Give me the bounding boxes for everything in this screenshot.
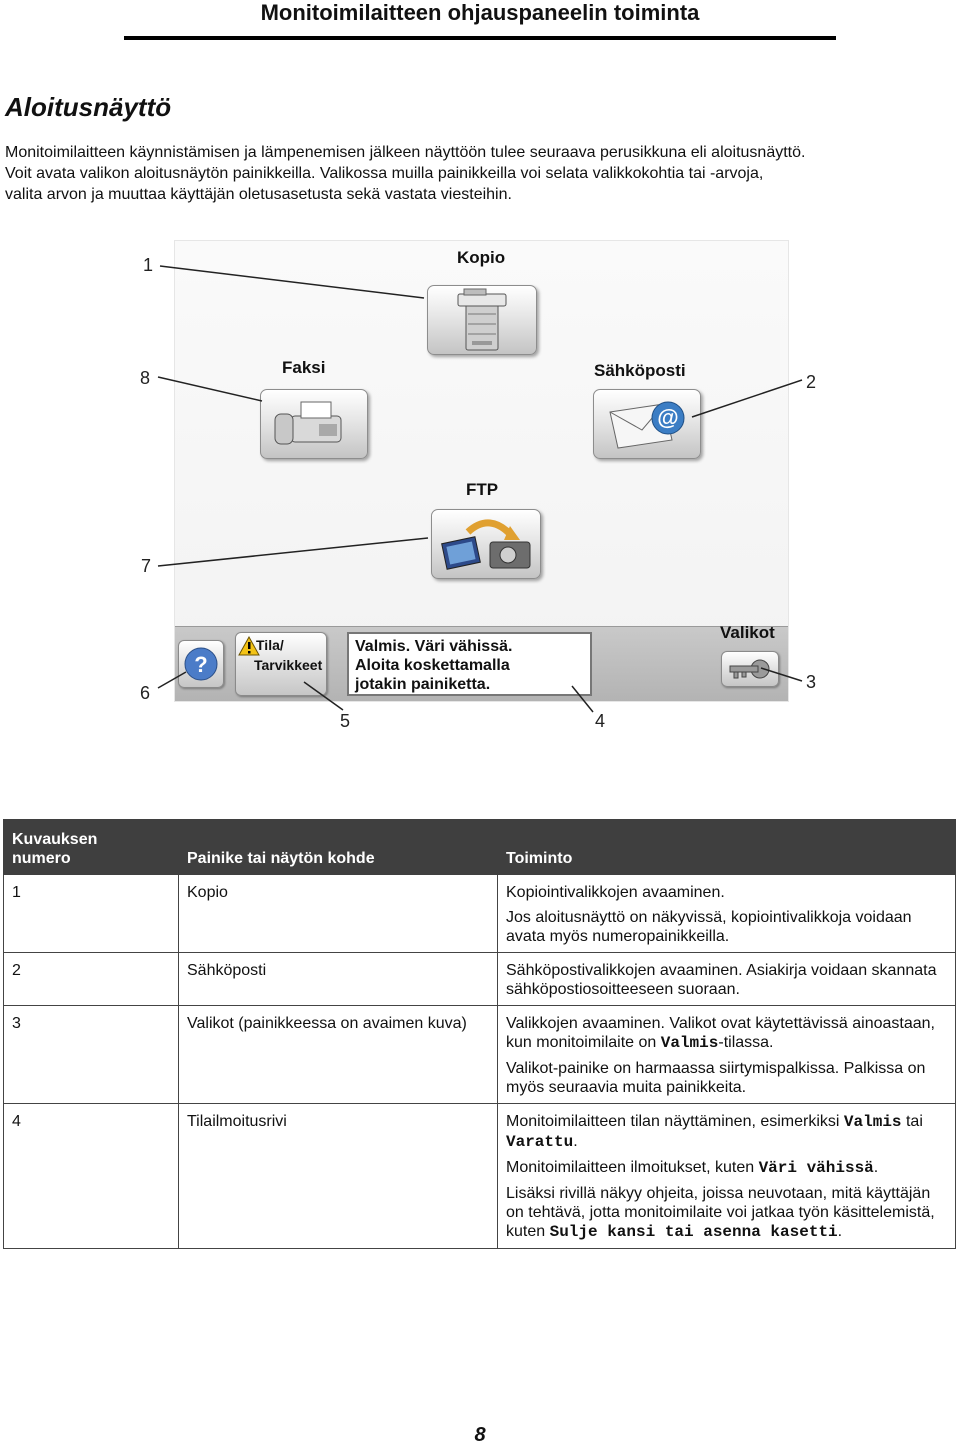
text-run: Monitoimilaitteen tilan näyttäminen, esi… — [506, 1113, 844, 1130]
table-cell-number: 4 — [3, 1103, 179, 1249]
function-text: Lisäksi rivillä näkyy ohjeita, joissa ne… — [506, 1184, 947, 1242]
key-icon — [729, 659, 770, 679]
text-run: . — [837, 1223, 843, 1240]
table-row: 1 Kopio Kopiointivalikkojen avaaminen. J… — [3, 874, 956, 953]
callout-number-5: 5 — [340, 711, 351, 731]
fax-button[interactable] — [260, 389, 368, 459]
table-header-item: Painike tai näytön kohde — [178, 819, 498, 875]
function-text: Monitoimilaitteen ilmoitukset, kuten Vär… — [506, 1158, 947, 1178]
table-cell-item: Valikot (painikkeessa on avaimen kuva) — [178, 1005, 498, 1104]
table-row: 4 Tilailmoitusrivi Monitoimilaitteen til… — [3, 1103, 956, 1249]
home-screen-illustration: Kopio Faksi Sähköposti @ FTP — [174, 240, 789, 702]
text-run: . — [873, 1159, 879, 1176]
code-text: Varattu — [506, 1133, 574, 1151]
status-supplies-button[interactable]: Tila/ Tarvikkeet — [235, 632, 327, 696]
svg-text:@: @ — [657, 405, 678, 430]
header-rule — [124, 36, 836, 40]
fax-machine-icon — [274, 401, 342, 445]
text-run: -tilassa. — [718, 1034, 774, 1051]
ftp-button[interactable] — [431, 509, 541, 579]
function-text: Monitoimilaitteen tilan näyttäminen, esi… — [506, 1112, 947, 1152]
table-cell-item: Sähköposti — [178, 952, 498, 1006]
status-message-text: Valmis. Väri vähissä. — [355, 638, 513, 655]
table-cell-item: Tilailmoitusrivi — [178, 1103, 498, 1249]
table-header-number: Kuvauksen numero — [3, 819, 179, 875]
email-button[interactable]: @ — [593, 389, 701, 459]
table-row: 2 Sähköposti Sähköpostivalikkojen avaami… — [3, 952, 956, 1006]
question-mark-icon: ? — [184, 647, 218, 681]
ftp-label: FTP — [466, 480, 499, 499]
menus-button[interactable] — [721, 651, 779, 687]
function-text: Sähköpostivalikkojen avaaminen. Asiakirj… — [506, 962, 937, 998]
function-text: Valikkojen avaaminen. Valikot ovat käyte… — [506, 1014, 947, 1053]
intro-paragraph: Monitoimilaitteen käynnistämisen ja lämp… — [5, 142, 945, 205]
status-message-text: Aloita koskettamalla — [355, 657, 510, 674]
text-run: tai — [901, 1113, 923, 1130]
table-cell-function: Monitoimilaitteen tilan näyttäminen, esi… — [497, 1103, 956, 1249]
code-text: Valmis — [660, 1034, 719, 1052]
svg-text:?: ? — [194, 652, 207, 677]
status-message-line: Valmis. Väri vähissä. Aloita koskettamal… — [347, 632, 592, 696]
envelope-at-icon: @ — [609, 401, 685, 449]
page-header-title: Monitoimilaitteen ohjauspaneelin toimint… — [260, 0, 700, 25]
email-label: Sähköposti — [594, 361, 686, 380]
intro-line: Monitoimilaitteen käynnistämisen ja lämp… — [5, 144, 806, 161]
code-text: Sulje kansi tai asenna kasetti — [549, 1223, 838, 1241]
callout-number-1: 1 — [143, 255, 154, 275]
table-cell-function: Kopiointivalikkojen avaaminen. Jos aloit… — [497, 874, 956, 953]
copy-button[interactable] — [427, 285, 537, 355]
help-button[interactable]: ? — [178, 640, 224, 688]
table-cell-function: Valikkojen avaaminen. Valikot ovat käyte… — [497, 1005, 956, 1104]
text-run: Lisäksi rivillä näkyy ohjeita, joissa ne… — [506, 1185, 935, 1240]
function-text: Kopiointivalikkojen avaaminen. — [506, 884, 725, 901]
text-run: . — [573, 1133, 578, 1150]
warning-icon — [238, 636, 260, 656]
fax-label: Faksi — [282, 358, 326, 377]
text-run: Valikkojen avaaminen. Valikot ovat käyte… — [506, 1015, 935, 1051]
table-cell-number: 3 — [3, 1005, 179, 1104]
copy-label: Kopio — [457, 248, 506, 267]
section-title: Aloitusnäyttö — [5, 92, 172, 122]
text-run: Monitoimilaitteen ilmoitukset, kuten — [506, 1159, 759, 1176]
table-cell-number: 2 — [3, 952, 179, 1006]
header-text: Kuvauksen — [12, 831, 98, 848]
callout-number-6: 6 — [140, 683, 151, 703]
table-header-row: Kuvauksen numero Painike tai näytön kohd… — [3, 819, 956, 875]
table-cell-item: Kopio — [178, 874, 498, 953]
callout-number-2: 2 — [806, 372, 817, 392]
code-text: Väri vähissä — [758, 1159, 874, 1177]
status-supplies-line1: Tila/ — [256, 637, 284, 653]
table-cell-function: Sähköpostivalikkojen avaaminen. Asiakirj… — [497, 952, 956, 1006]
status-message-text: jotakin painiketta. — [355, 676, 491, 693]
menus-label: Valikot — [720, 623, 775, 642]
description-table: Kuvauksen numero Painike tai näytön kohd… — [3, 819, 956, 1249]
table-row: 3 Valikot (painikkeessa on avaimen kuva)… — [3, 1005, 956, 1104]
function-text: Valikot-painike on harmaassa siirtymispa… — [506, 1060, 926, 1096]
intro-line: valita arvon ja muuttaa käyttäjän oletus… — [5, 186, 512, 203]
callout-number-7: 7 — [141, 556, 152, 576]
callout-number-4: 4 — [595, 711, 606, 731]
callout-number-8: 8 — [140, 368, 151, 388]
function-text: Jos aloitusnäyttö on näkyvissä, kopioint… — [506, 909, 912, 945]
code-text: Valmis — [843, 1113, 902, 1131]
intro-line: Voit avata valikon aloitusnäytön painikk… — [5, 165, 764, 182]
copier-icon — [457, 288, 507, 351]
status-supplies-line2: Tarvikkeet — [254, 657, 323, 673]
callout-lines — [157, 265, 803, 713]
table-header-function: Toiminto — [497, 819, 956, 875]
table-cell-number: 1 — [3, 874, 179, 953]
page-number: 8 — [474, 1424, 486, 1446]
ftp-transfer-icon — [441, 519, 531, 570]
callout-number-3: 3 — [806, 672, 817, 692]
header-text: numero — [12, 850, 71, 867]
navigation-bar: ? Tila/ Tarvikkeet Valmis. Väri vähissä.… — [175, 623, 788, 701]
